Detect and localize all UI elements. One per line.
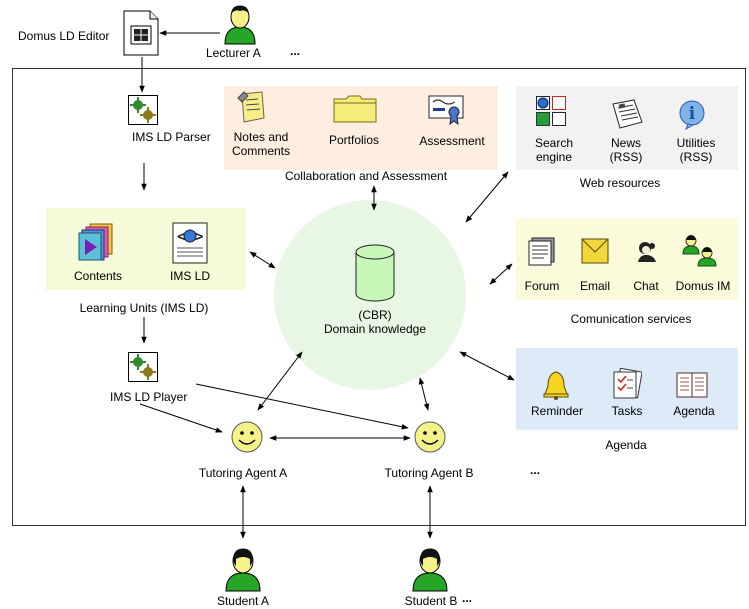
contents-label: Contents bbox=[73, 269, 123, 283]
news-label-text: News (RSS) bbox=[609, 136, 643, 164]
student-b-label: Student B bbox=[404, 594, 458, 608]
certificate-icon bbox=[428, 94, 464, 126]
agent-b-label: Tutoring Agent B bbox=[384, 466, 474, 480]
lecturer-ellipsis: ... bbox=[290, 44, 301, 58]
newspaper-icon bbox=[610, 98, 646, 130]
svg-text:<: < bbox=[177, 229, 185, 245]
parser-gears-icon bbox=[128, 95, 158, 125]
student-ellipsis: ... bbox=[462, 591, 473, 605]
edge-learning-domain bbox=[249, 251, 276, 269]
email-label: Email bbox=[579, 279, 610, 293]
search-engine-icon bbox=[536, 96, 566, 126]
web-resources-title: Web resources bbox=[579, 176, 661, 190]
chat-icon bbox=[636, 240, 658, 264]
news-label: News (RSS) bbox=[596, 136, 656, 164]
student-a-label: Student A bbox=[216, 594, 270, 608]
parser-label: IMS LD Parser bbox=[132, 130, 211, 144]
im-users-icon bbox=[682, 234, 718, 268]
lecturer-person-icon bbox=[223, 3, 257, 45]
lecturer-label: Lecturer A bbox=[206, 46, 261, 60]
domain-line1: (CBR) bbox=[358, 308, 392, 322]
agent-b-smiley-icon bbox=[413, 420, 447, 454]
edge-agenda-domain bbox=[459, 351, 515, 381]
edge-player-agent-a bbox=[139, 403, 223, 433]
notes-label: Notes and Comments bbox=[225, 130, 297, 158]
svg-text:i: i bbox=[689, 104, 696, 124]
contents-icon bbox=[78, 222, 114, 262]
edge-domain-agent-b bbox=[418, 377, 430, 411]
agent-a-smiley-icon bbox=[230, 420, 264, 454]
edge-domain-agent-a bbox=[257, 351, 303, 411]
agent-a-label: Tutoring Agent A bbox=[198, 466, 288, 480]
folder-icon bbox=[332, 94, 378, 124]
database-cylinder-icon bbox=[355, 244, 395, 302]
domus-im-label: Domus IM bbox=[675, 279, 731, 293]
agenda-item-label: Agenda bbox=[673, 404, 715, 418]
editor-label: Domus LD Editor bbox=[18, 29, 110, 43]
search-engine-label: Search engine bbox=[522, 136, 586, 164]
forum-icon bbox=[528, 236, 556, 266]
learning-units-title: Learning Units (IMS LD) bbox=[79, 301, 209, 315]
tasks-label: Tasks bbox=[611, 404, 643, 418]
ims-ld-document-icon: < > bbox=[172, 222, 208, 264]
chat-label: Chat bbox=[633, 279, 659, 293]
forum-label: Forum bbox=[524, 279, 560, 293]
notes-icon bbox=[236, 90, 266, 124]
utilities-label-text: Utilities (RSS) bbox=[676, 136, 716, 164]
svg-text:>: > bbox=[195, 229, 203, 245]
notes-label-text: Notes and Comments bbox=[231, 130, 290, 158]
portfolios-label: Portfolios bbox=[328, 133, 380, 147]
domain-line2: Domain knowledge bbox=[323, 322, 427, 336]
agent-ellipsis: ... bbox=[530, 463, 541, 477]
utilities-label: Utilities (RSS) bbox=[664, 136, 728, 164]
agenda-title: Agenda bbox=[605, 438, 647, 452]
calendar-icon bbox=[676, 372, 708, 398]
communication-title: Comunication services bbox=[570, 312, 692, 326]
edge-comm-domain bbox=[489, 263, 513, 285]
edge-web-domain bbox=[465, 171, 509, 223]
player-label: IMS LD Player bbox=[110, 390, 188, 404]
editor-document-icon bbox=[122, 10, 160, 56]
collaboration-title: Collaboration and Assessment bbox=[284, 169, 448, 183]
student-a-person-icon bbox=[224, 546, 262, 592]
bell-icon bbox=[542, 370, 570, 400]
search-engine-text: Search engine bbox=[534, 136, 574, 164]
info-icon: i bbox=[678, 100, 706, 131]
system-frame bbox=[12, 68, 746, 526]
email-icon bbox=[581, 238, 609, 264]
tasks-icon bbox=[612, 367, 643, 400]
edge-player-agent-b bbox=[195, 383, 409, 430]
ims-ld-label: IMS LD bbox=[169, 269, 210, 283]
student-b-person-icon bbox=[411, 546, 449, 592]
assessment-label: Assessment bbox=[419, 134, 485, 148]
player-gears-icon bbox=[128, 352, 158, 382]
reminder-label: Reminder bbox=[530, 404, 584, 418]
